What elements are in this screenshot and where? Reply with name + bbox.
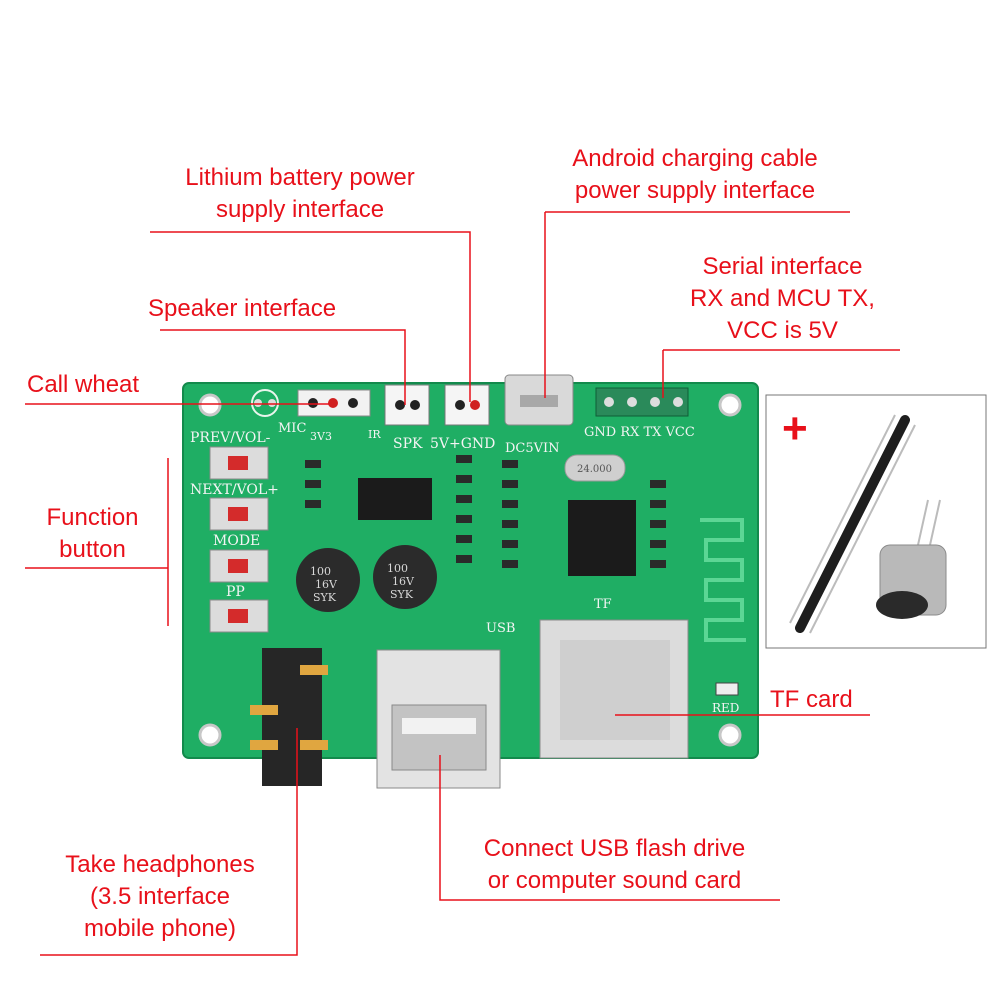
silk-next: NEXT/VOL+ [190, 482, 279, 498]
antenna-trace [700, 518, 746, 642]
cap1-value: 100 [310, 565, 331, 578]
label-speaker-interface: Speaker interface [148, 295, 337, 322]
crystal [564, 454, 626, 482]
usb-a-port [376, 649, 501, 789]
capacitors [296, 545, 437, 612]
microphone [876, 499, 947, 619]
micro-usb-port [504, 374, 574, 426]
silk-power: 5V+GND [430, 436, 495, 452]
silk-3v3: 3V3 [310, 430, 332, 443]
silk-prev: PREV/VOL- [190, 430, 271, 446]
label-headphones: Take headphones (3.5 interface mobile ph… [40, 849, 280, 945]
label-function-button: Function button [30, 502, 155, 566]
silk-tf: TF [594, 597, 612, 612]
label-headphones-line1: Take headphones [65, 851, 255, 878]
silk-usb: USB [486, 621, 515, 636]
cap2-value: 100 [387, 562, 408, 575]
mic-pads [251, 389, 279, 417]
silk-pp: PP [226, 584, 245, 600]
smd-components [305, 455, 666, 568]
battery-connector [444, 384, 490, 426]
mounting-holes [198, 393, 742, 747]
silk-spk: SPK [393, 436, 423, 452]
mic-connector [297, 389, 371, 417]
plus-icon: + [782, 404, 808, 453]
label-serial-line3: VCC is 5V [727, 317, 838, 344]
label-serial-line1: Serial interface [702, 253, 863, 280]
leader-lines [25, 211, 900, 956]
label-headphones-line2: (3.5 interface [89, 883, 231, 910]
label-usb-line2: or computer sound card [487, 867, 742, 894]
label-call-wheat: Call wheat [27, 371, 140, 398]
cap2-brand: SYK [390, 588, 414, 601]
pin-header [789, 414, 916, 634]
accessory-panel [765, 394, 987, 649]
label-lithium-line1: Lithium battery power [185, 164, 415, 191]
label-headphones-line3: mobile phone) [83, 915, 237, 942]
status-led [715, 682, 739, 696]
silk-red: RED [712, 701, 739, 715]
silk-ir: IR [368, 428, 381, 441]
crystal-marking: 24.000 [577, 464, 612, 475]
speaker-connector [384, 384, 430, 426]
silk-mic: MIC [278, 421, 306, 436]
label-lithium-battery: Lithium battery power supply interface [150, 162, 450, 226]
cap1-brand: SYK [313, 591, 337, 604]
label-usb-line1: Connect USB flash drive [483, 835, 746, 862]
silk-dc: DC5VIN [505, 441, 560, 456]
silk-serial: GND RX TX VCC [584, 425, 695, 440]
tf-card-slot [539, 619, 689, 759]
label-usb-connect: Connect USB flash drive or computer soun… [452, 833, 777, 897]
cap2-voltage: 16V [392, 575, 415, 588]
label-tf-card: TF card [770, 686, 853, 713]
label-serial-interface: Serial interface RX and MCU TX, VCC is 5… [660, 251, 905, 347]
headphone-jack [250, 648, 328, 786]
main-chip [568, 500, 636, 576]
amp-chip [358, 478, 432, 520]
label-android-line2: power supply interface [574, 177, 816, 204]
cap1-voltage: 16V [315, 578, 338, 591]
label-serial-line2: RX and MCU TX, [690, 285, 875, 312]
silk-mode: MODE [213, 533, 260, 549]
function-buttons [209, 446, 269, 633]
label-android-charging: Android charging cable power supply inte… [540, 143, 850, 207]
label-lithium-line2: supply interface [215, 196, 385, 223]
label-android-line1: Android charging cable [572, 145, 818, 172]
serial-header [595, 387, 689, 417]
label-function-line1: Function [46, 504, 139, 531]
label-function-line2: button [59, 536, 126, 563]
